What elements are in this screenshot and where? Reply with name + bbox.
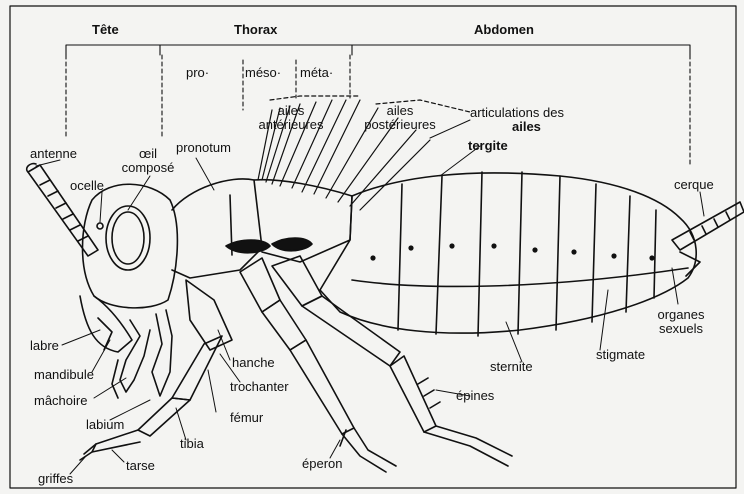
label-stigmate: stigmate [596,348,645,362]
label-sternite: sternite [490,360,533,374]
label-organes-sexuels: organes sexuels [646,308,716,336]
region-label-tete: Tête [92,23,119,37]
label-articulations-des-ailes: articulations des ailes [470,106,564,134]
label-mandibule: mandibule [34,368,94,382]
label-ailes-anterieures: ailes antérieures [246,104,336,132]
label-ailes-post-line1: ailes [350,104,450,118]
label-labre: labre [30,339,59,353]
label-machoire: mâchoire [34,394,87,408]
label-oeil-line1: œil [110,147,186,161]
hind-leg-drawing [272,256,512,466]
label-ailes-ant-line2: antérieures [246,118,336,132]
label-ocelle: ocelle [70,179,104,193]
segment-label-meta: méta· [300,66,333,80]
region-label-thorax: Thorax [234,23,277,37]
region-label-abdomen: Abdomen [474,23,534,37]
label-ailes-post-line2: postérieures [350,118,450,132]
label-tergite: tergite [468,139,508,153]
abdomen-drawing [320,172,696,336]
label-articulations-line2: ailes [470,120,564,134]
segment-label-meso: méso· [245,66,281,80]
label-epines: épines [456,389,494,403]
label-pronotum: pronotum [176,141,231,155]
label-organes-line1: organes [646,308,716,322]
label-articulations-line1: articulations des [470,106,564,120]
label-eperon: éperon [302,457,342,471]
label-oeil-compose: œil composé [110,147,186,175]
label-ailes-posterieures: ailes postérieures [350,104,450,132]
label-ailes-ant-line1: ailes [246,104,336,118]
label-tibia: tibia [180,437,204,451]
label-labium: labium [86,418,124,432]
segment-label-pro: pro· [186,66,209,80]
label-oeil-line2: composé [110,161,186,175]
thorax-drawing [172,179,352,278]
label-organes-line2: sexuels [646,322,716,336]
label-antenne: antenne [30,147,77,161]
label-cerque: cerque [674,178,714,192]
head-drawing [80,184,177,398]
cerci-drawing [672,202,744,276]
label-trochanter: trochanter [230,380,289,394]
label-femur: fémur [230,411,263,425]
label-griffes: griffes [38,472,73,486]
front-leg-drawing [80,280,232,460]
label-hanche: hanche [232,356,275,370]
label-tarse: tarse [126,459,155,473]
